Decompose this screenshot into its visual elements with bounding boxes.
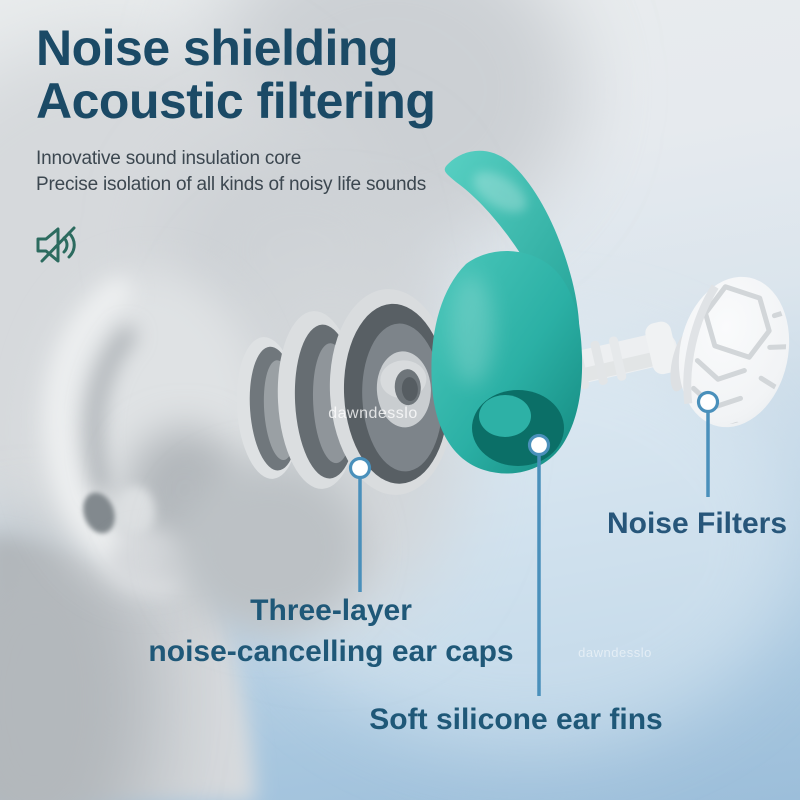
label-ear-fins: Soft silicone ear fins [369,703,663,736]
callout-ear-caps [348,456,372,592]
callouts [348,390,720,696]
callout-ear-fins [527,433,551,696]
watermark: dawndesslo [578,645,652,660]
ear-model [0,0,580,800]
ear-shape [38,272,363,633]
page-title: Noise shielding Acoustic filtering [36,20,436,129]
ear-caps-illustration [236,289,455,495]
label-noise-filters: Noise Filters [606,507,788,540]
callout-dot [527,433,551,457]
muted-speaker-icon [36,226,76,263]
subtitle: Innovative sound insulation core Precise… [36,146,426,198]
headline-line-1: Noise shielding [36,20,399,76]
callout-dot [348,456,372,480]
ear-canal-notch [83,492,115,534]
headline-line-2: Acoustic filtering [36,73,436,129]
watermark: dawndesslo [328,405,418,422]
label-ear-caps: Three-layer noise-cancelling ear caps [148,591,513,672]
label-ear-caps-line-2: noise-cancelling ear caps [148,634,514,668]
label-ear-caps-line-1: Three-layer [250,594,412,627]
subtitle-line-1: Innovative sound insulation core [36,148,302,169]
callout-noise-filters [696,390,720,497]
subtitle-line-2: Precise isolation of all kinds of noisy … [36,174,427,196]
callout-dot [696,390,720,414]
